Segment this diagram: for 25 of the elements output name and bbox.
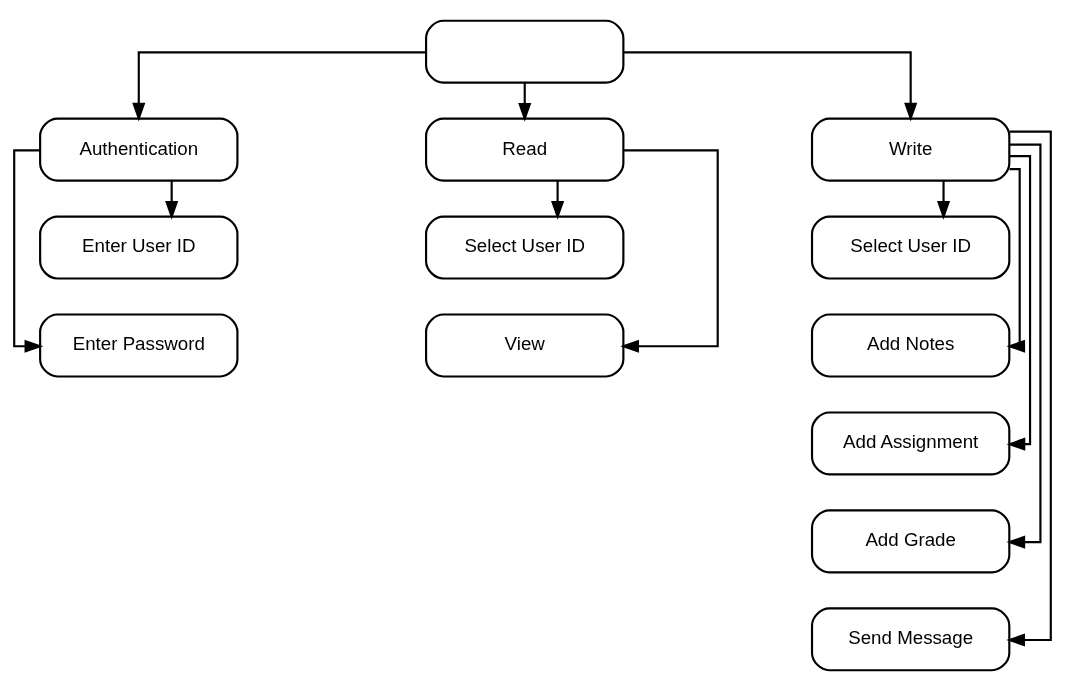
node-box: Add Grade [810,509,1011,574]
node-box: Enter Password [39,313,239,378]
node-box [425,19,625,84]
arrow [623,51,918,122]
arrow [1006,143,1042,549]
arrow [1006,130,1052,647]
node-box: Read [425,117,625,182]
arrow [620,149,719,353]
arrow [518,82,532,122]
node-box: Select User ID [425,215,625,280]
node-box: Add Assignment [810,411,1011,476]
node-box: Add Notes [810,313,1011,378]
node-box: Write [810,117,1011,182]
node-box: Select User ID [810,215,1011,280]
arrow [1006,168,1026,353]
arrow [1006,155,1032,451]
arrow [551,180,565,220]
arrow [936,180,951,220]
node-box: Authentication [39,117,239,182]
arrow [13,149,44,353]
node-box: Send Message [810,607,1011,672]
arrow [165,180,179,220]
arrow [132,51,426,122]
node-box: Enter User ID [39,215,239,280]
node-box: View [425,313,625,378]
